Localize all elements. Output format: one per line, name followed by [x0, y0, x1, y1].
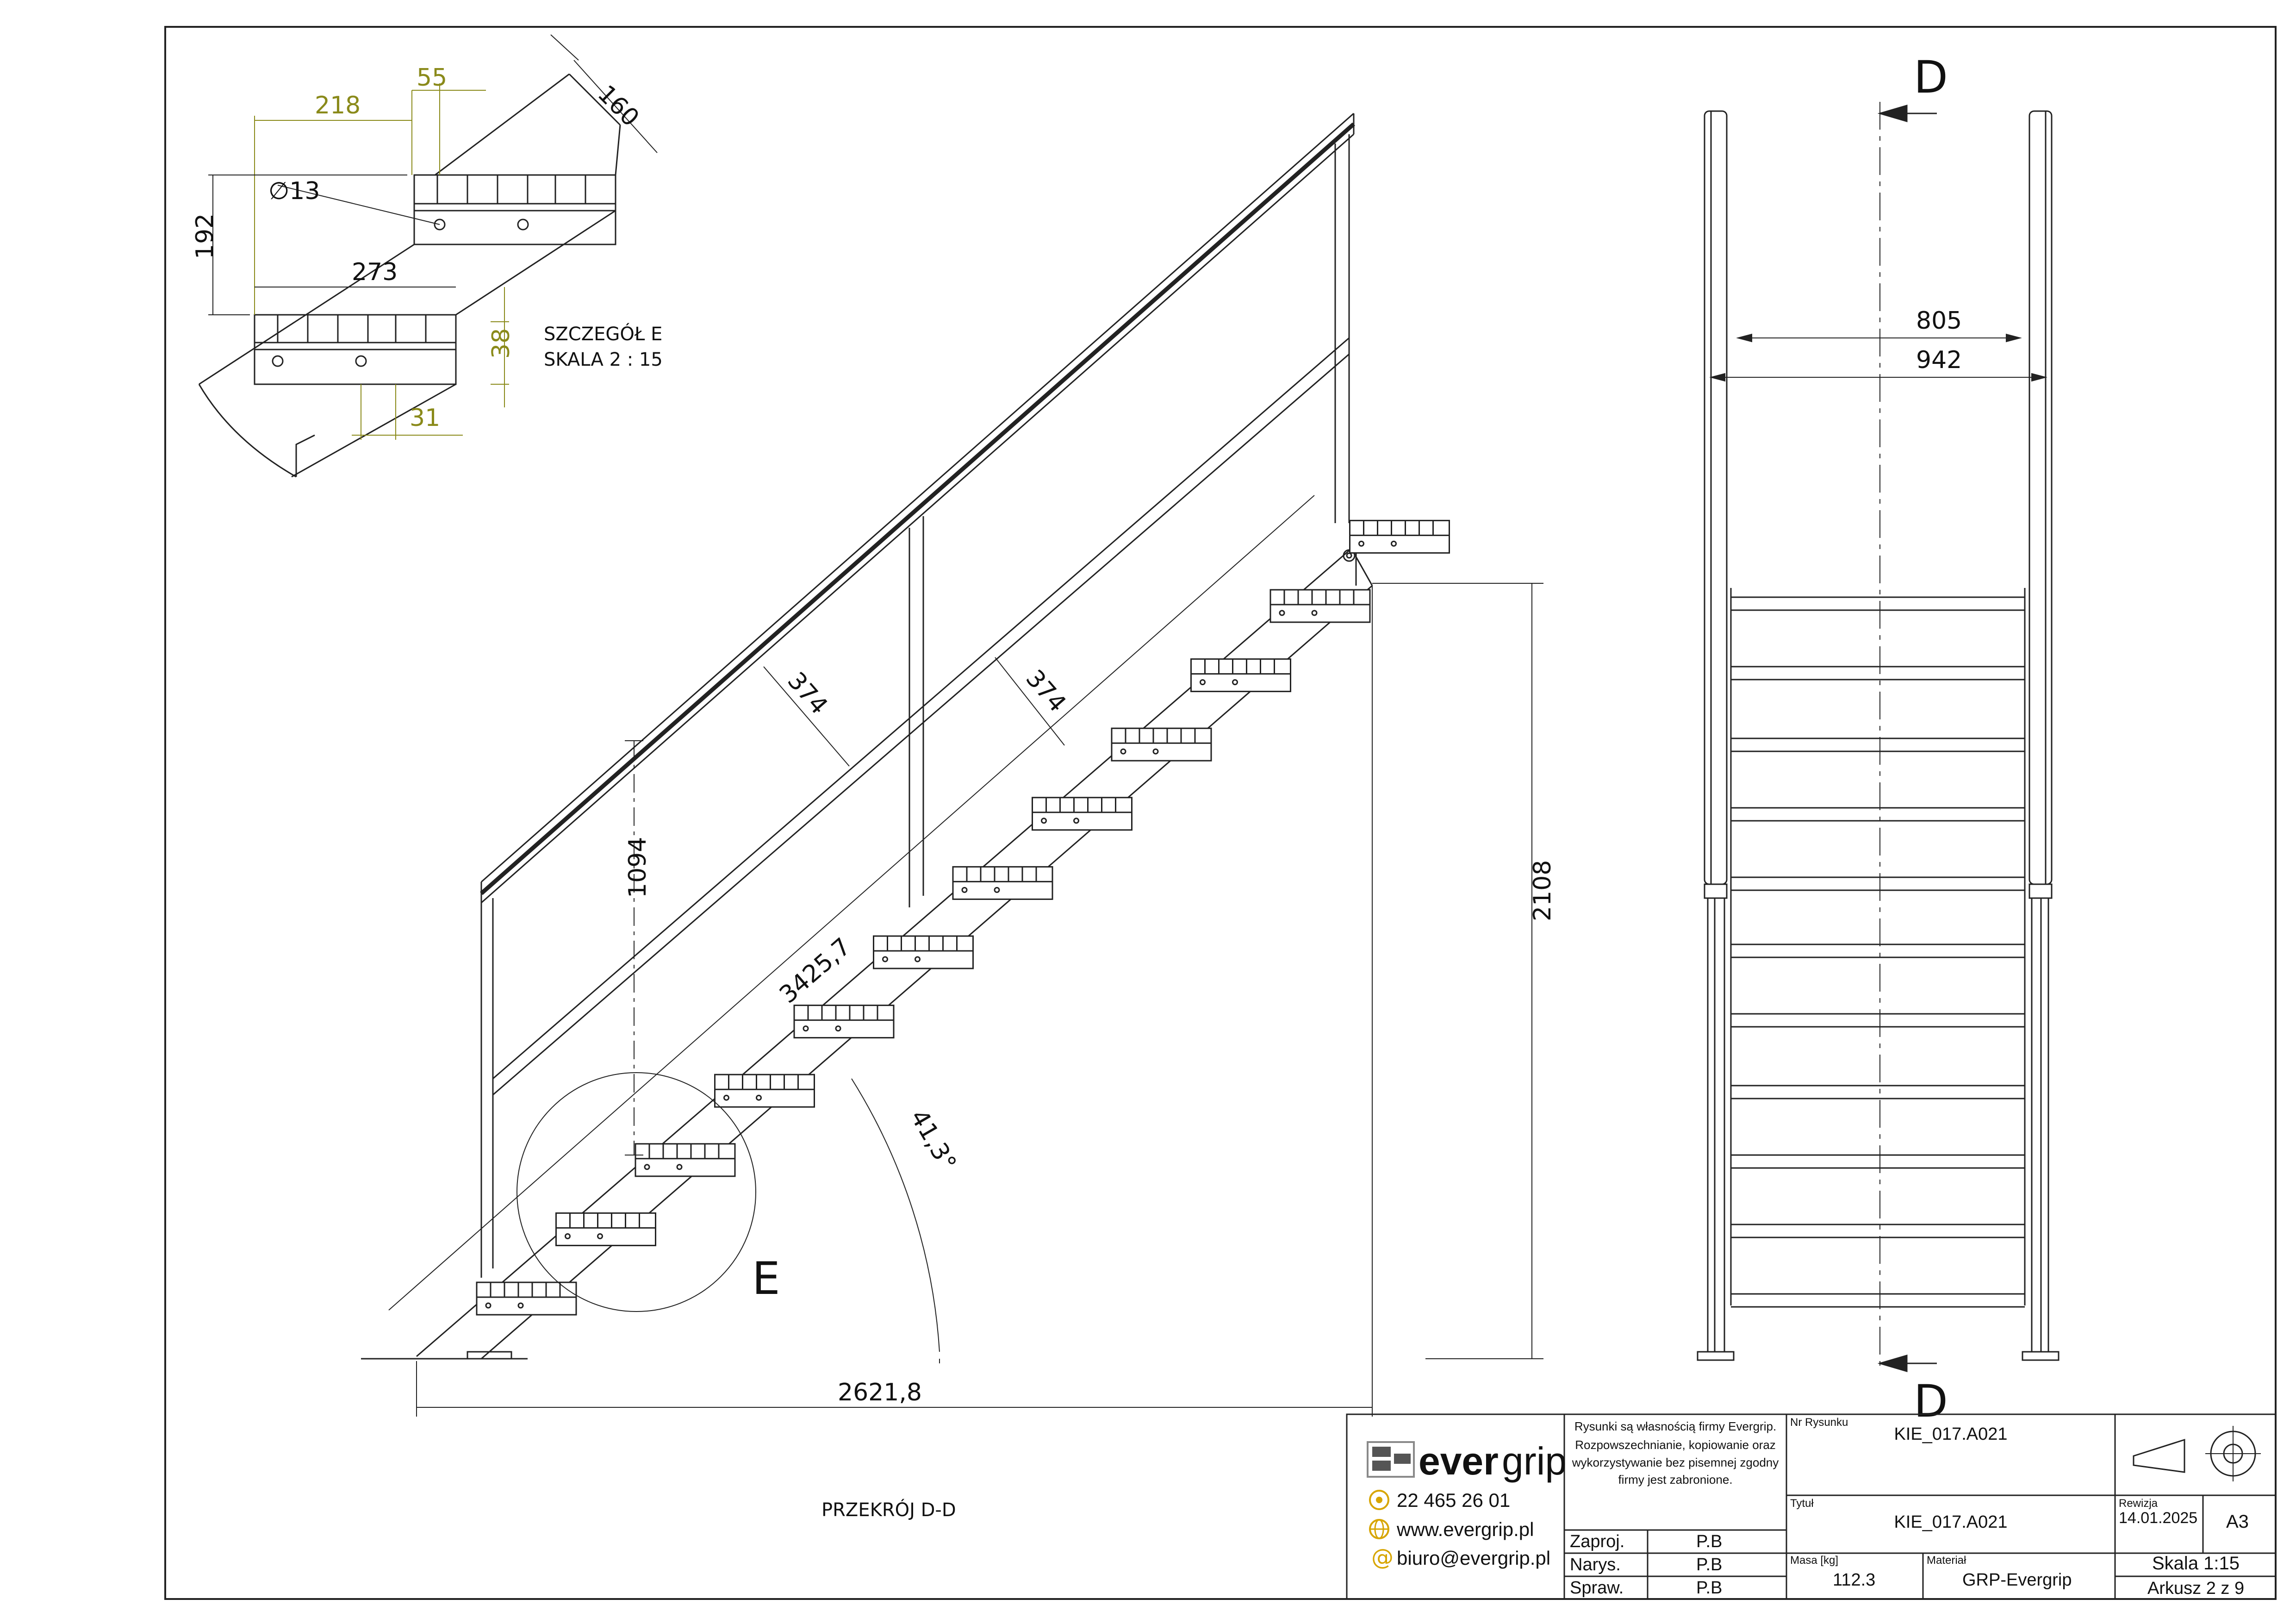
dim-handrail-height: 1094: [624, 837, 652, 898]
detail-e-callout: [516, 1072, 756, 1312]
detail-dim-160: 160: [592, 80, 645, 132]
svg-text:@: @: [1371, 1544, 1394, 1570]
stair-tread: [873, 935, 974, 969]
front-treads: [1731, 596, 2025, 1308]
detail-dim-273: 273: [352, 258, 398, 286]
front-tread: [1731, 737, 2025, 752]
role-value-3: P.B: [1696, 1578, 1722, 1598]
detail-dim-13: ∅13: [268, 177, 320, 205]
front-tread: [1731, 1085, 2025, 1099]
front-tread: [1731, 666, 2025, 681]
section-label: PRZEKRÓJ D-D: [821, 1499, 956, 1521]
globe-icon: [1369, 1519, 1389, 1539]
front-tread: [1731, 876, 2025, 891]
sheet-border: [164, 26, 2277, 1600]
role-label-2: Narys.: [1570, 1555, 1621, 1574]
stair-tread: [635, 1143, 736, 1177]
stair-tread: [952, 866, 1053, 900]
detail-e: [198, 73, 621, 478]
stair-side-view: [361, 112, 1373, 1360]
role-label-1: Zaproj.: [1570, 1532, 1624, 1551]
dim-rail-spacing-1: 374: [782, 667, 833, 720]
front-post-left: [1704, 110, 1728, 885]
contact-website: www.evergrip.pl: [1396, 1518, 1534, 1540]
dim-angle: 41,3°: [905, 1105, 962, 1176]
dim-outer-width: 942: [1916, 346, 1962, 374]
notice-line-3: wykorzystywanie bez pisemnej zgodny: [1572, 1455, 1779, 1469]
front-tread: [1731, 943, 2025, 958]
detail-dim-55: 55: [417, 64, 447, 92]
detail-title: SZCZEGÓŁ E: [544, 323, 662, 345]
at-icon: @: [1371, 1544, 1394, 1570]
sheet-number: Arkusz 2 z 9: [2147, 1579, 2244, 1598]
stair-tread: [714, 1074, 815, 1108]
section-letter-top: D: [1914, 51, 1948, 103]
contact-email: biuro@evergrip.pl: [1397, 1547, 1550, 1569]
mass-label: Masa [kg]: [1790, 1554, 1838, 1567]
revision-label: Rewizja: [2119, 1497, 2158, 1510]
role-value-2: P.B: [1696, 1555, 1722, 1574]
dim-total-length: 2621,8: [838, 1379, 922, 1406]
mass-value: 112.3: [1833, 1570, 1875, 1590]
stair-front-view: [1697, 102, 2060, 1373]
front-tread: [1731, 596, 2025, 611]
front-tread: [1731, 1013, 2025, 1028]
evergrip-logo: ever grip: [1367, 1439, 1567, 1483]
phone-icon: [1369, 1490, 1389, 1510]
title-block: [1346, 1413, 2277, 1600]
front-tread: [1731, 1293, 2025, 1308]
front-tread: [1731, 1154, 2025, 1169]
knee-rail: [492, 337, 1350, 1080]
notice-line-1: Rysunki są własnością firmy Evergrip.: [1574, 1419, 1776, 1433]
title-value: KIE_017.A021: [1894, 1512, 2007, 1532]
detail-dim-218: 218: [315, 92, 361, 119]
stair-tread: [1349, 519, 1450, 554]
front-tread: [1731, 807, 2025, 822]
stair-tread: [476, 1281, 577, 1316]
contact-phone: 22 465 26 01: [1397, 1489, 1510, 1511]
stair-tread: [1111, 727, 1212, 762]
front-tread: [1731, 1224, 2025, 1238]
detail-dim-38: 38: [487, 328, 515, 359]
front-post-right: [2028, 110, 2053, 885]
dim-inner-width: 805: [1916, 307, 1962, 335]
scale-value: Skala 1:15: [2152, 1553, 2240, 1574]
detail-scale: SKALA 2 : 15: [544, 349, 663, 370]
role-label-3: Spraw.: [1570, 1578, 1624, 1598]
logo-text-grip: grip: [1502, 1439, 1567, 1483]
role-value-1: P.B: [1696, 1532, 1722, 1551]
stair-tread: [1269, 589, 1371, 623]
logo-text-ever: ever: [1419, 1439, 1499, 1483]
detail-dimensions: [254, 83, 509, 440]
stair-tread: [555, 1212, 656, 1246]
dim-stair-length: 3425,7: [774, 933, 856, 1009]
material-value: GRP-Evergrip: [1962, 1570, 2072, 1590]
material-label: Materiał: [1927, 1554, 1966, 1567]
section-letter-bottom: D: [1914, 1375, 1948, 1427]
detail-dim-31: 31: [410, 404, 440, 432]
notice-line-4: firmy jest zabronione.: [1618, 1473, 1732, 1487]
notice-line-2: Rozpowszechnianie, kopiowanie oraz: [1575, 1438, 1776, 1452]
drawing-no-label: Nr Rysunku: [1790, 1416, 1848, 1429]
handrail-top: [481, 112, 1354, 883]
detail-e-marker: E: [752, 1253, 780, 1305]
dim-total-height: 2108: [1529, 860, 1556, 921]
stair-tread: [1190, 658, 1291, 693]
treads: [476, 519, 1450, 1316]
revision-date: 14.01.2025: [2119, 1509, 2197, 1527]
title-label: Tytuł: [1790, 1497, 1814, 1510]
detail-dim-192: 192: [191, 213, 219, 259]
sheet-format: A3: [2226, 1512, 2249, 1532]
stair-tread: [793, 1005, 895, 1039]
dim-rail-spacing-2: 374: [1020, 665, 1071, 718]
drawing-no: KIE_017.A021: [1894, 1424, 2007, 1444]
stair-tread: [1032, 797, 1132, 831]
front-dimensions: [1709, 333, 2047, 382]
side-view-dimensions: [388, 495, 1543, 1417]
